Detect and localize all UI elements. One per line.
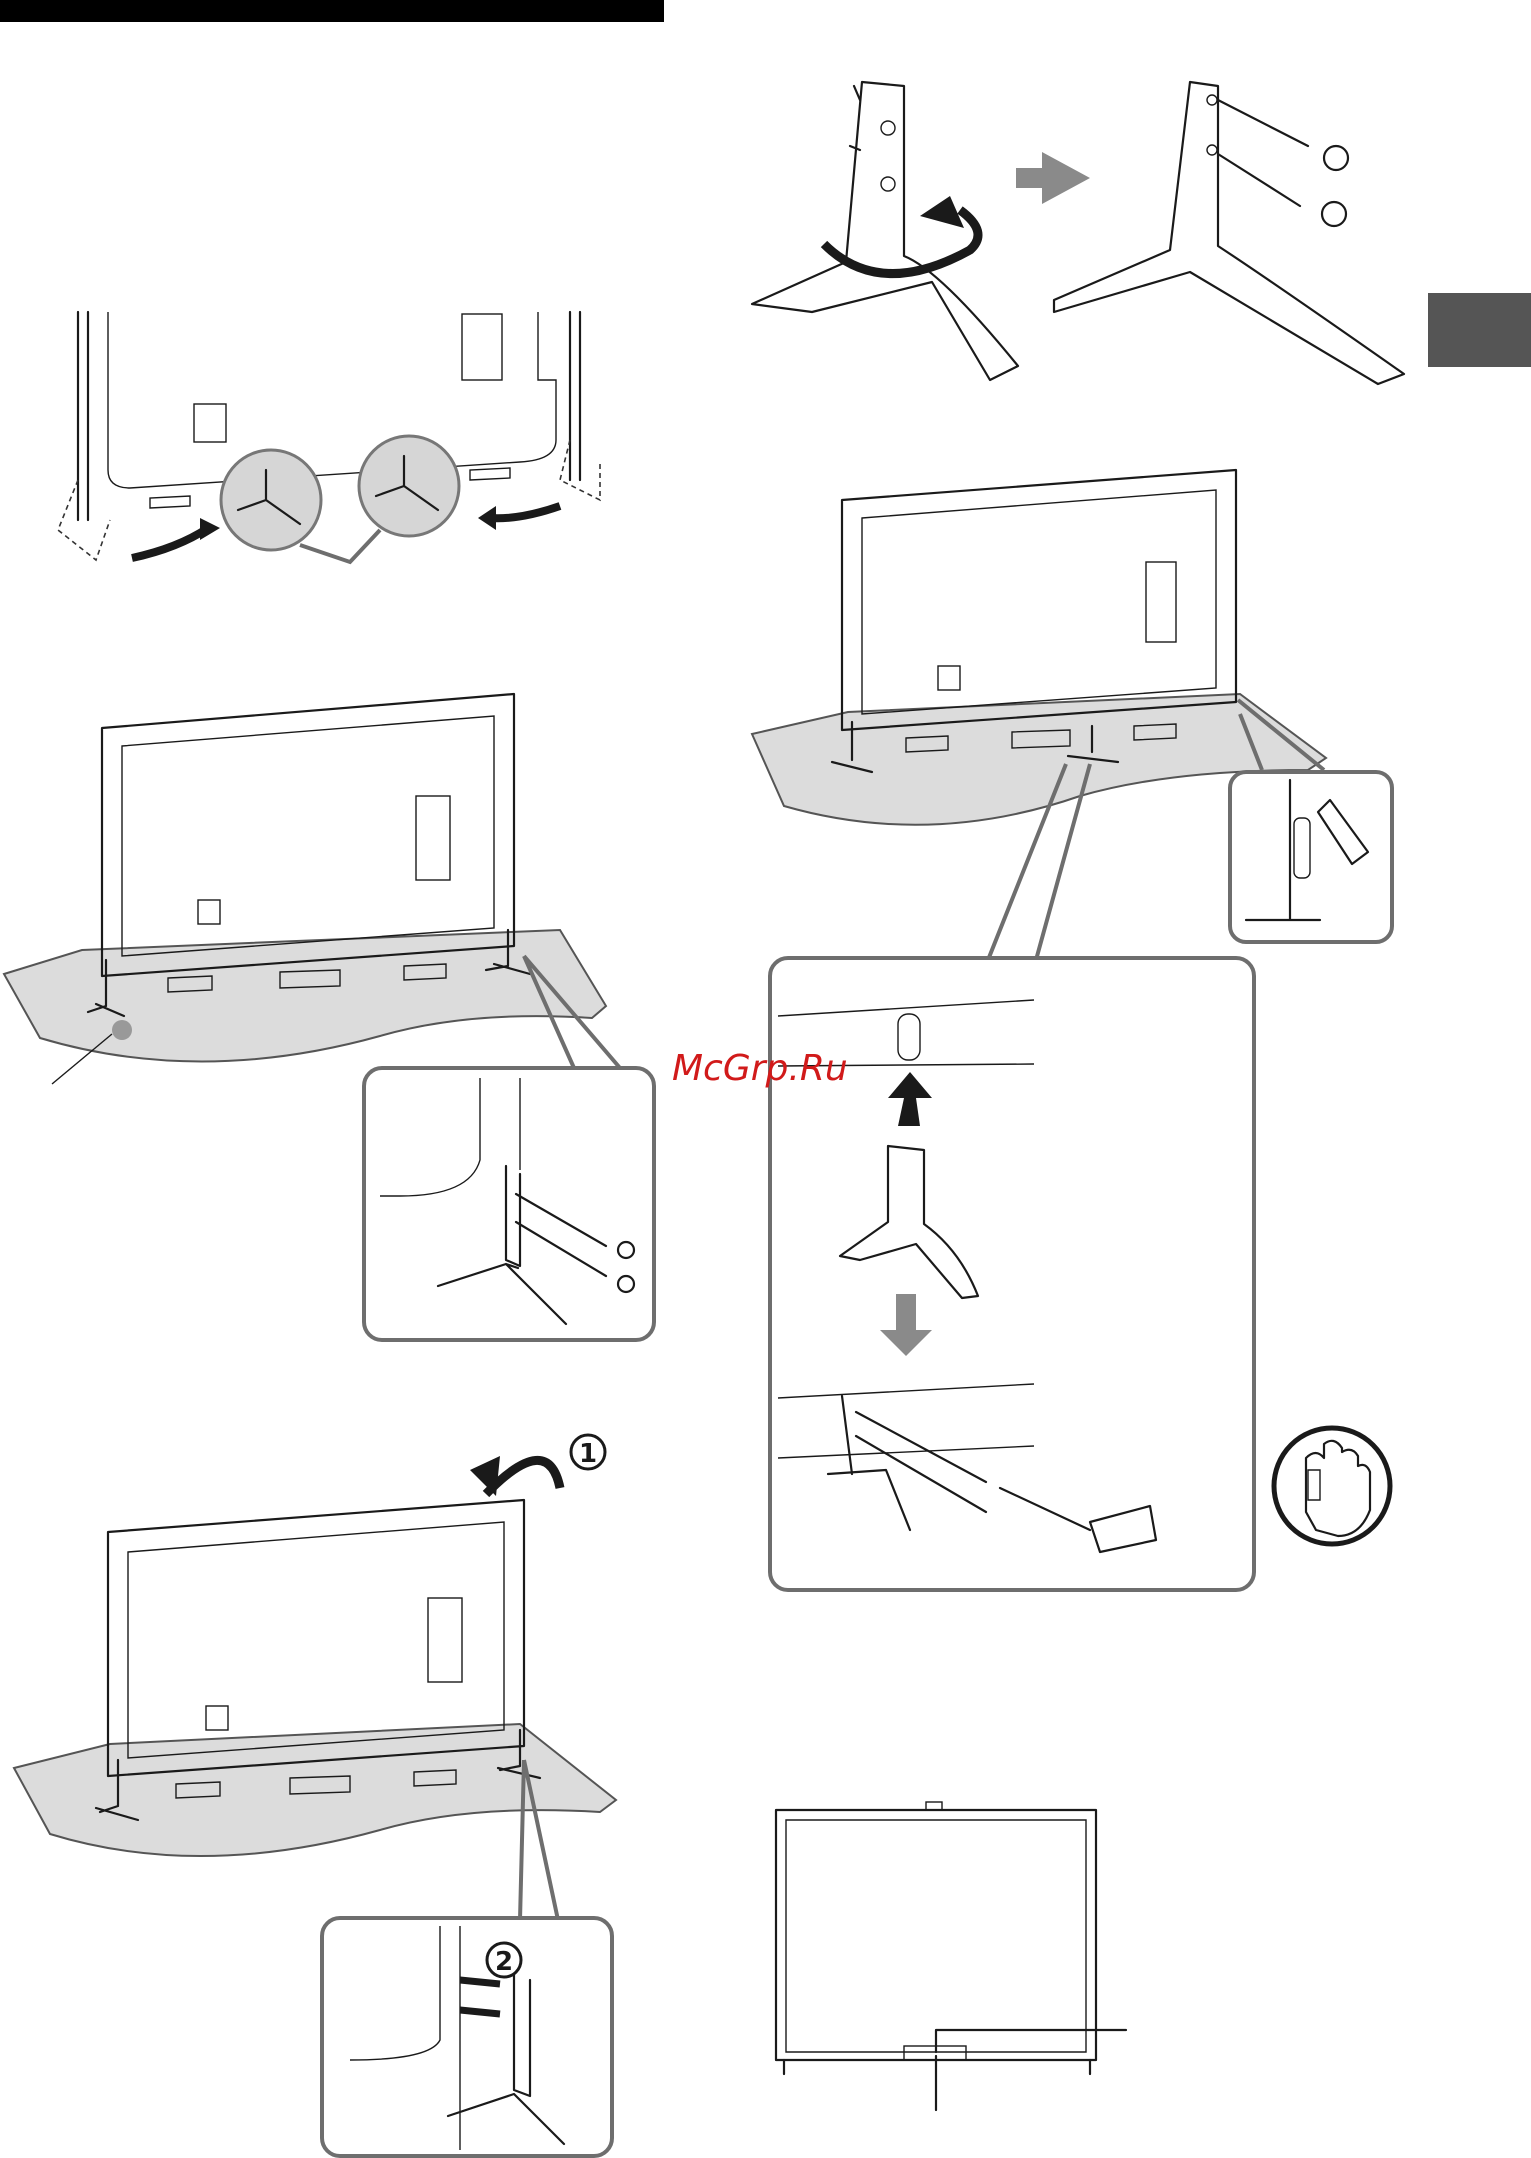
stand-rotate-remove-screws-illustration: [752, 82, 1404, 384]
watermark: McGrp.Ru: [672, 1048, 848, 1089]
tv-on-table-cover-illustration: [752, 470, 1392, 1590]
tv-rotate-step-illustration: 1 2: [14, 1435, 616, 2156]
step-number-2: 2: [495, 1947, 513, 1977]
tv-front-illustration: [776, 1802, 1126, 2110]
section-tab: [1428, 293, 1531, 367]
tv-on-table-attach-screws-illustration: [4, 694, 654, 1340]
tv-back-stand-slots-illustration: [58, 312, 600, 562]
header-bar: [0, 0, 664, 22]
step-number-1: 1: [579, 1439, 597, 1469]
hand-caution-icon: [1274, 1428, 1390, 1544]
